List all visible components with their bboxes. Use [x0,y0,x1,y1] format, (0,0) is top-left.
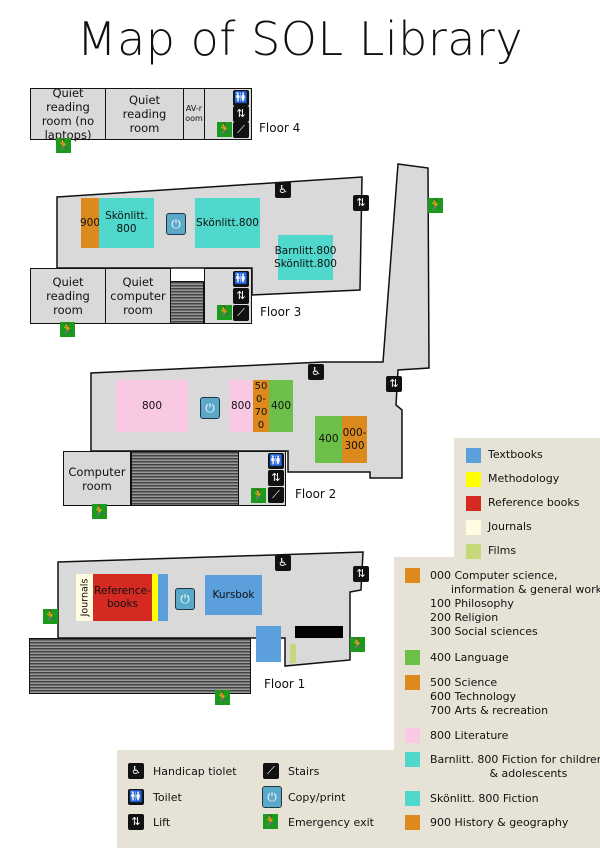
emergency-exit-icon: 🏃 [263,814,278,829]
room-quiet-computer: Quiet computer room [105,268,171,324]
copy-print-icon: ⏻ [166,213,186,235]
toilet-icon: 🚻 [233,271,249,287]
legend-item: Emergency exit [288,816,374,829]
staircase [29,638,251,694]
lift-icon: ⇅ [268,470,284,486]
shelf-barnlitt: Barnlitt.800 Skönlitt.800 [274,235,337,280]
floor-label: Floor 3 [260,305,302,319]
shelf-films [290,644,296,663]
emergency-exit-icon: 🏃 [43,609,58,624]
lift-icon: ⇅ [353,195,369,211]
shelf-400: 400 [315,416,342,463]
legend-classification: 000 Computer science, information & gene… [0,0,600,830]
lift-icon: ⇅ [128,814,144,830]
legend-item: Stairs [288,765,320,778]
shelf-skonlitt: Skönlitt.800 [195,198,260,248]
legend-item: Skönlitt. 800 Fiction [430,792,539,805]
floor-label: Floor 1 [264,677,306,691]
legend-item: Lift [153,816,171,829]
shelf-000-300: 000-300 [342,416,367,463]
page-title: Map of SOL Library [76,12,524,66]
wheelchair-icon: ♿ [275,182,291,198]
room-quiet-reading: Quiet reading room [105,88,184,140]
stairs-icon: ⟋ [233,122,249,138]
emergency-exit-icon: 🏃 [428,198,443,213]
shelf-skonlitt: Skönlitt. 800 [99,198,154,248]
room-quiet-reading-no-laptops: Quiet reading room (no laptops) [30,86,106,142]
shelf-400: 400 [269,380,293,432]
toilet-icon: 🚻 [268,453,284,469]
emergency-exit-icon: 🏃 [215,690,230,705]
emergency-exit-icon: 🏃 [60,322,75,337]
legend-item: Reference books [488,496,580,509]
room-quiet-reading: Quiet reading room [30,268,106,324]
wheelchair-icon: ♿ [128,763,144,779]
emergency-exit-icon: 🏃 [251,488,266,503]
staircase [131,451,239,506]
stairs-icon: ⟋ [233,305,249,321]
emergency-exit-icon: 🏃 [350,637,365,652]
toilet-icon: 🚻 [128,789,144,805]
shelf-textbooks [256,626,281,662]
shelf-800: 800 [116,380,188,432]
room-av: AV-room [183,88,205,140]
copy-print-icon: ⏻ [200,397,220,419]
legend-item: Barnlitt. 800 Fiction for children & ado… [430,753,600,780]
wheelchair-icon: ♿ [275,555,291,571]
legend-item: Journals [488,520,532,533]
stairs-icon: ⟋ [263,763,279,779]
floor-label: Floor 4 [259,121,301,135]
shelf-reference-books: Reference-books [93,574,152,621]
shelf-journals: Journals [76,574,93,621]
legend-item: Methodology [488,472,560,485]
room-computer: Computer room [63,451,131,506]
staircase [170,281,204,324]
emergency-exit-icon: 🏃 [217,122,232,137]
floor-label: Floor 2 [295,487,337,501]
legend-item: 000 Computer science, information & gene… [430,569,600,638]
shelf-methodology [152,574,158,621]
emergency-exit-icon: 🏃 [56,138,71,153]
emergency-exit-icon: 🏃 [217,305,232,320]
toilet-icon: 🚻 [233,90,249,106]
shelf-journals-label: Journals [79,578,90,617]
lift-icon: ⇅ [386,376,402,392]
legend-item: 800 Literature [430,729,509,742]
legend-item: Copy/print [288,791,346,804]
copy-print-icon: ⏻ [175,588,195,610]
shelf-textbooks [158,574,168,621]
stairs-icon: ⟋ [268,487,284,503]
lift-icon: ⇅ [233,288,249,304]
legend-background [117,750,600,848]
legend-item: Films [488,544,517,557]
legend-item: 900 History & geography [430,816,569,829]
emergency-exit-icon: 🏃 [92,504,107,519]
legend-item: Toilet [153,791,182,804]
copy-print-icon: ⏻ [262,786,282,808]
lift-icon: ⇅ [353,566,369,582]
wheelchair-icon: ♿ [308,364,324,380]
shelf-900: 900 [80,198,100,248]
lift-icon: ⇅ [233,106,249,122]
legend-item: Textbooks [488,448,543,461]
shelf-kursbok: Kursbok [205,575,262,615]
counter [295,626,343,638]
legend-item: 500 Science 600 Technology 700 Arts & re… [430,676,549,717]
legend-item: 400 Language [430,651,509,664]
legend-item: Handicap tiolet [153,765,237,778]
shelf-800: 800 [229,380,253,432]
shelf-500-700: 500-700 [253,380,269,432]
